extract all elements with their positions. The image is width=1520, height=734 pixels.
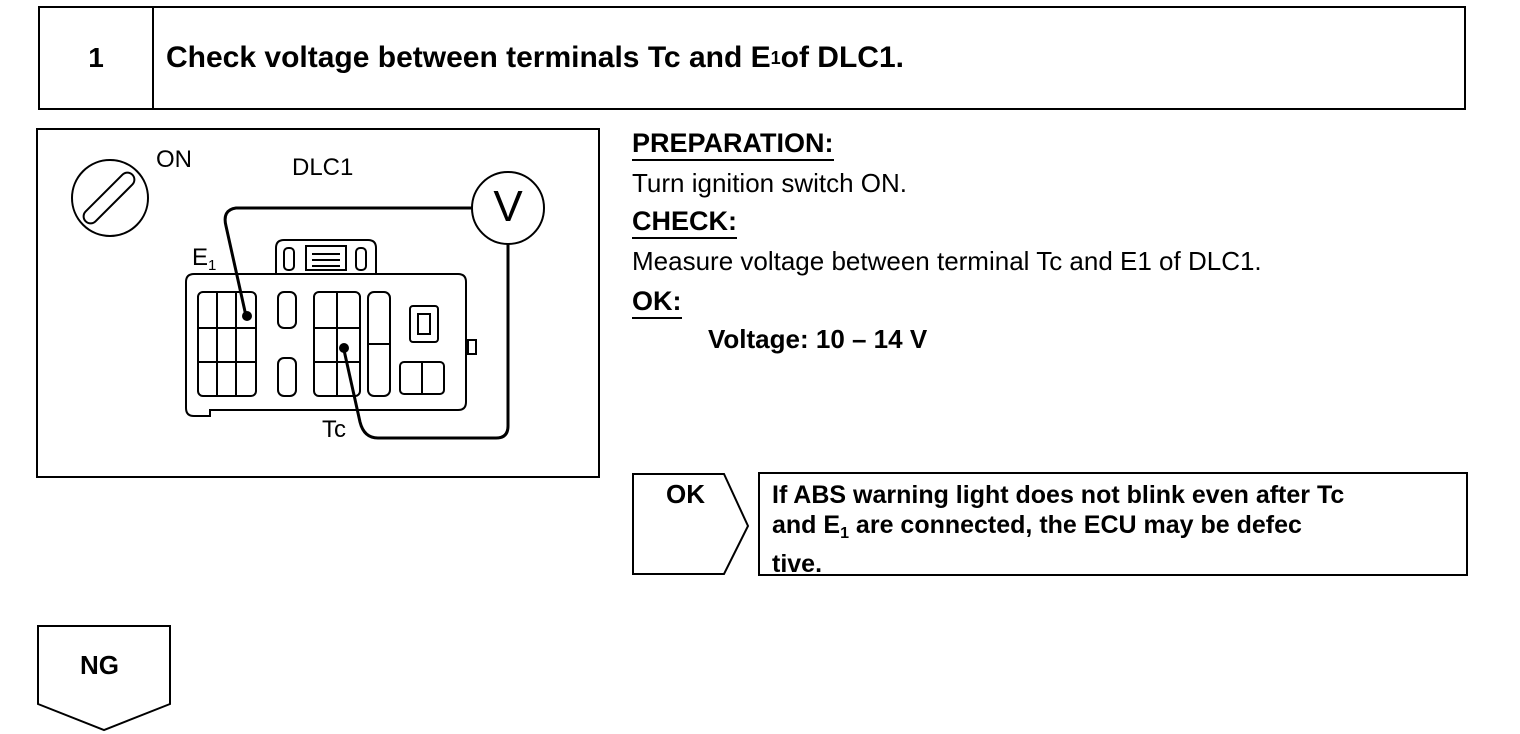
ok-line2-a: and E (772, 511, 841, 539)
e1-probe-wire (223, 206, 472, 317)
ok-result-line-2: and E1 are connected, the ECU may be def… (772, 510, 1456, 549)
ok-line2-subscript: 1 (840, 525, 849, 542)
preparation-text: Turn ignition switch ON. (632, 168, 908, 198)
ng-arrow-icon (37, 625, 171, 732)
tc-probe-tip (339, 343, 349, 353)
step-title-subscript: 1 (770, 47, 781, 68)
e1-label-subscript: 1 (208, 257, 217, 274)
step-header: 1 Check voltage between terminals Tc and… (38, 6, 1466, 110)
step-title-main: Check voltage between terminals Tc and E (166, 41, 771, 74)
step-number: 1 (40, 8, 154, 108)
tc-probe-wire (342, 244, 510, 440)
ignition-key-icon (71, 159, 149, 237)
ok-result-line-3: tive. (772, 550, 823, 578)
tc-terminal-label: Tc (322, 416, 346, 443)
ok-specification: Voltage: 10 – 14 V (708, 324, 928, 354)
e1-label-main: E (192, 244, 209, 271)
voltmeter-label: V (493, 182, 523, 231)
ok-line2-b: are connected, the ECU may be defec (848, 511, 1302, 539)
dlc1-connector (185, 239, 477, 417)
step-title: Check voltage between terminals Tc and E… (166, 8, 904, 108)
dlc1-diagram: ON DLC1 E1 Tc V (36, 128, 600, 478)
connector-illustration (71, 159, 545, 440)
preparation-heading: PREPARATION: (632, 128, 834, 161)
ok-heading: OK: (632, 286, 682, 319)
check-heading: CHECK: (632, 206, 737, 239)
ok-branch-label: OK (666, 479, 705, 509)
ok-result-line-1: If ABS warning light does not blink even… (772, 481, 1345, 509)
ok-arrow-icon (632, 473, 750, 575)
ok-result-box: If ABS warning light does not blink even… (758, 472, 1468, 578)
e1-probe-tip (242, 311, 252, 321)
check-text: Measure voltage between terminal Tc and … (632, 246, 1262, 276)
ng-branch-label: NG (80, 650, 119, 680)
dlc1-label: DLC1 (292, 154, 354, 181)
ignition-on-label: ON (156, 146, 192, 173)
step-title-end: of DLC1. (780, 41, 904, 74)
e1-terminal-label: E1 (192, 244, 216, 274)
